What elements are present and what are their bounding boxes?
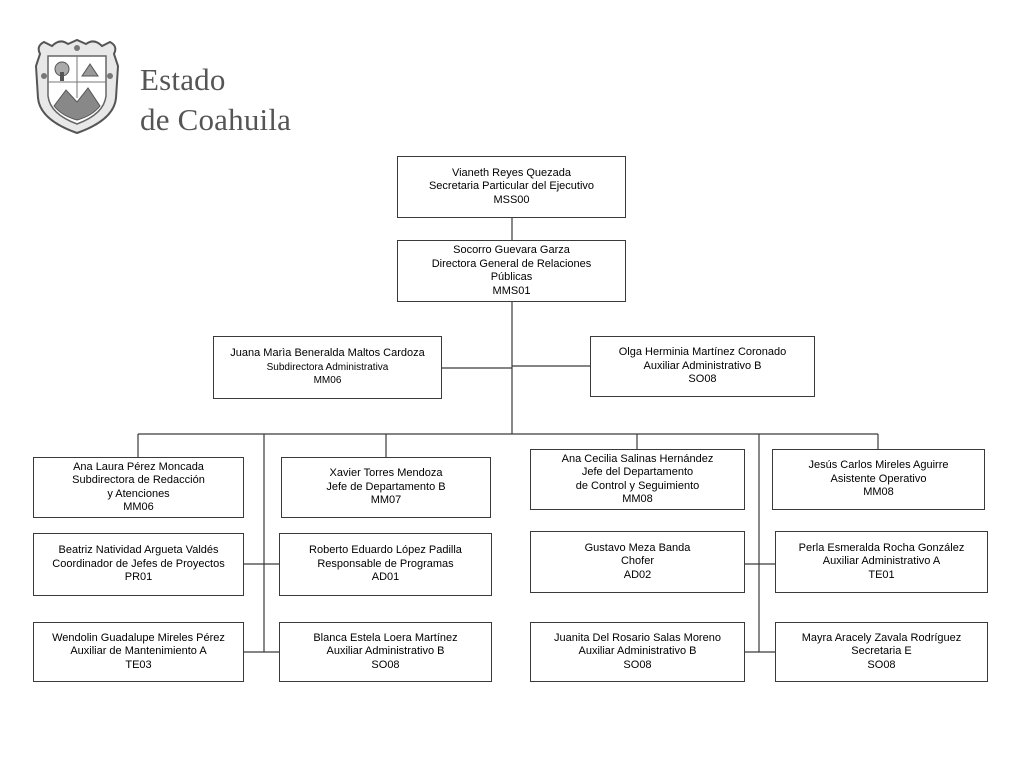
person-name: Ana Cecilia Salinas Hernández xyxy=(561,452,714,465)
person-name: Vianeth Reyes Quezada xyxy=(451,166,572,179)
org-box-subdirectora-redaccion: Ana Laura Pérez Moncada Subdirectora de … xyxy=(33,457,244,518)
position-code: SO08 xyxy=(371,658,400,671)
person-name: Gustavo Meza Banda xyxy=(584,541,691,554)
position-code: AD01 xyxy=(371,571,400,584)
person-name: Xavier Torres Mendoza xyxy=(329,467,443,480)
person-name: Roberto Eduardo López Padilla xyxy=(309,544,462,557)
position-code: SO08 xyxy=(867,658,896,671)
position-code: PR01 xyxy=(124,571,153,584)
position-title: Auxiliar Administrativo A xyxy=(822,555,941,568)
position-title: Jefe del Departamento xyxy=(581,466,694,478)
org-box-auxiliar-blanca: Blanca Estela Loera Martínez Auxiliar Ad… xyxy=(279,622,492,682)
position-title: Jefe de Departamento B xyxy=(326,480,446,493)
position-code: MM08 xyxy=(622,493,653,505)
org-box-auxiliar-wendolin: Wendolin Guadalupe Mireles Pérez Auxilia… xyxy=(33,622,244,682)
org-box-auxiliar-olga: Olga Herminia Martínez Coronado Auxiliar… xyxy=(590,336,815,397)
position-code: MM06 xyxy=(313,375,342,387)
person-name: Blanca Estela Loera Martínez xyxy=(313,631,458,644)
org-box-responsable-roberto: Roberto Eduardo López Padilla Responsabl… xyxy=(279,533,492,596)
org-box-jefe-ana-cecilia: Ana Cecilia Salinas Hernández Jefe del D… xyxy=(530,449,745,510)
position-title: Directora General de Relaciones xyxy=(431,257,592,270)
org-box-subdirectora-administrativa: Juana Marìa Beneralda Maltos Cardoza Sub… xyxy=(213,336,442,399)
person-name: Juanita Del Rosario Salas Moreno xyxy=(554,631,721,644)
position-code: SO08 xyxy=(688,373,717,386)
person-name: Socorro Guevara Garza xyxy=(453,244,570,256)
position-code: MSS00 xyxy=(493,193,530,206)
org-box-secretaria-mayra: Mayra Aracely Zavala Rodríguez Secretari… xyxy=(775,622,988,682)
position-title: Auxiliar Administrativo B xyxy=(643,359,762,372)
position-title: Secretaria Particular del Ejecutivo xyxy=(428,180,595,193)
position-title-cont: y Atenciones xyxy=(107,487,170,500)
position-title-cont: de Control y Seguimiento xyxy=(575,479,700,492)
position-code: MM08 xyxy=(863,486,894,499)
position-title: Subdirectora Administrativa xyxy=(266,361,389,373)
position-title: Asistente Operativo xyxy=(830,472,927,485)
coahuila-seal-logo xyxy=(34,38,120,135)
position-title: Auxiliar de Mantenimiento A xyxy=(70,645,207,658)
person-name: Wendolin Guadalupe Mireles Pérez xyxy=(52,631,225,644)
org-box-coordinador-beatriz: Beatriz Natividad Argueta Valdés Coordin… xyxy=(33,533,244,596)
position-code: TE03 xyxy=(125,658,152,671)
person-name: Ana Laura Pérez Moncada xyxy=(73,460,204,473)
brand-title: Estado de Coahuila xyxy=(140,60,291,140)
org-box-jefe-xavier: Xavier Torres Mendoza Jefe de Departamen… xyxy=(281,457,491,518)
person-name: Perla Esmeralda Rocha González xyxy=(798,541,965,554)
person-name: Jesús Carlos Mireles Aguirre xyxy=(808,459,949,472)
position-title: Subdirectora de Redacción xyxy=(72,474,205,486)
org-box-chofer-gustavo: Gustavo Meza Banda Chofer AD02 xyxy=(530,531,745,593)
person-name: Mayra Aracely Zavala Rodríguez xyxy=(801,631,962,644)
position-code: MM06 xyxy=(123,501,154,513)
position-code: SO08 xyxy=(623,658,652,671)
position-code: TE01 xyxy=(868,568,895,581)
position-code: MM07 xyxy=(370,494,402,507)
position-title: Responsable de Programas xyxy=(317,557,454,570)
position-title: Auxiliar Administrativo B xyxy=(326,645,445,658)
org-box-asistente-jesus: Jesús Carlos Mireles Aguirre Asistente O… xyxy=(772,449,985,510)
position-title: Coordinador de Jefes de Proyectos xyxy=(52,557,225,570)
org-box-secretaria-particular: Vianeth Reyes Quezada Secretaria Particu… xyxy=(397,156,626,218)
position-title: Secretaria E xyxy=(851,645,912,658)
position-title-cont: Públicas xyxy=(490,271,533,283)
brand-line-1: Estado xyxy=(140,62,226,97)
org-box-auxiliar-perla: Perla Esmeralda Rocha González Auxiliar … xyxy=(775,531,988,593)
position-code: AD02 xyxy=(623,568,652,581)
person-name: Juana Marìa Beneralda Maltos Cardoza xyxy=(230,347,425,360)
position-code: MMS01 xyxy=(492,284,531,297)
position-title: Auxiliar Administrativo B xyxy=(578,645,697,658)
org-box-directora-general: Socorro Guevara Garza Directora General … xyxy=(397,240,626,302)
org-box-auxiliar-juanita: Juanita Del Rosario Salas Moreno Auxilia… xyxy=(530,622,745,682)
person-name: Beatriz Natividad Argueta Valdés xyxy=(58,544,219,557)
brand-line-2: de Coahuila xyxy=(140,102,292,137)
person-name: Olga Herminia Martínez Coronado xyxy=(618,346,787,359)
position-title: Chofer xyxy=(620,555,655,568)
